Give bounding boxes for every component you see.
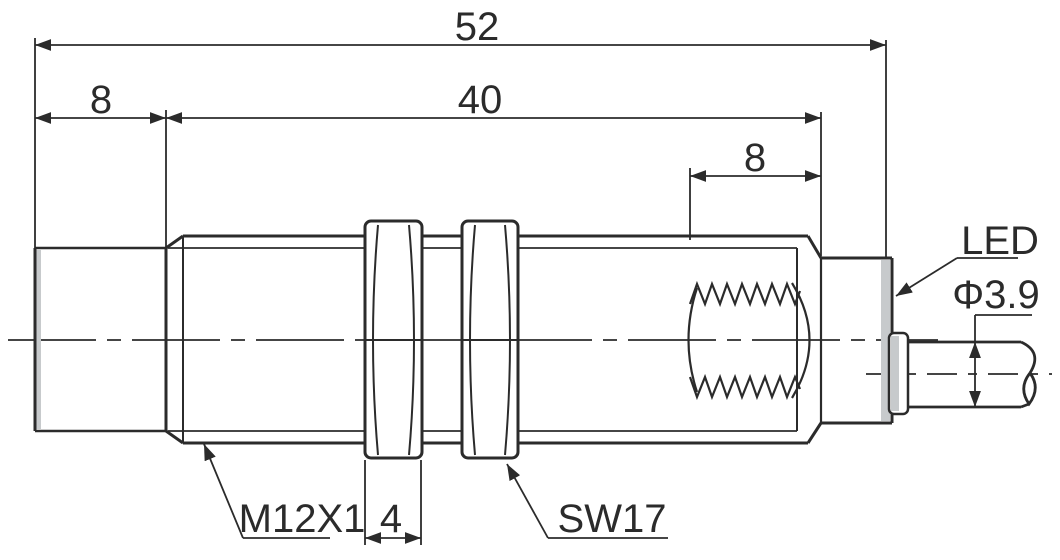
leader-arrow — [203, 443, 244, 539]
wrench-size-text: SW17 — [558, 497, 667, 541]
dimension-total-length: 52 — [34, 5, 887, 258]
cable — [908, 340, 1037, 409]
hex-nut-rear — [460, 219, 520, 460]
gland-shading — [891, 336, 899, 411]
thread-spec-text: M12X1 — [239, 497, 366, 541]
leader-arrow — [506, 463, 549, 539]
dimension-head-length: 8 — [35, 78, 167, 248]
dimension-cable-diameter: Φ3.9 — [952, 273, 1040, 407]
leader-arrow — [895, 257, 958, 297]
dimension-body-length: 40 — [166, 78, 822, 256]
cable-gland — [887, 331, 910, 416]
dimension-rear-thread-length: 8 — [689, 136, 821, 240]
dimension-text-nut-width: 4 — [380, 497, 402, 541]
dimension-text-total-length: 52 — [455, 5, 500, 49]
cable-diameter-text: Φ3.9 — [952, 273, 1040, 317]
label-thread-spec: M12X1 — [203, 443, 366, 541]
led-text: LED — [961, 219, 1039, 263]
sensing-head — [33, 246, 168, 433]
dimension-text-body-length: 40 — [458, 78, 503, 122]
label-wrench-size: SW17 — [506, 463, 668, 541]
led-ring — [881, 260, 890, 421]
dimension-nut-width: 4 — [364, 460, 422, 545]
rear-internal-thread — [687, 280, 811, 401]
threaded-barrel — [165, 234, 823, 445]
dimension-text-head-length: 8 — [90, 78, 112, 122]
hex-nut-front — [363, 219, 424, 460]
head-shading — [36, 250, 41, 429]
dimension-text-rear-thread-length: 8 — [744, 136, 766, 180]
cable-break-symbol — [1020, 340, 1037, 409]
label-led: LED — [895, 219, 1039, 297]
